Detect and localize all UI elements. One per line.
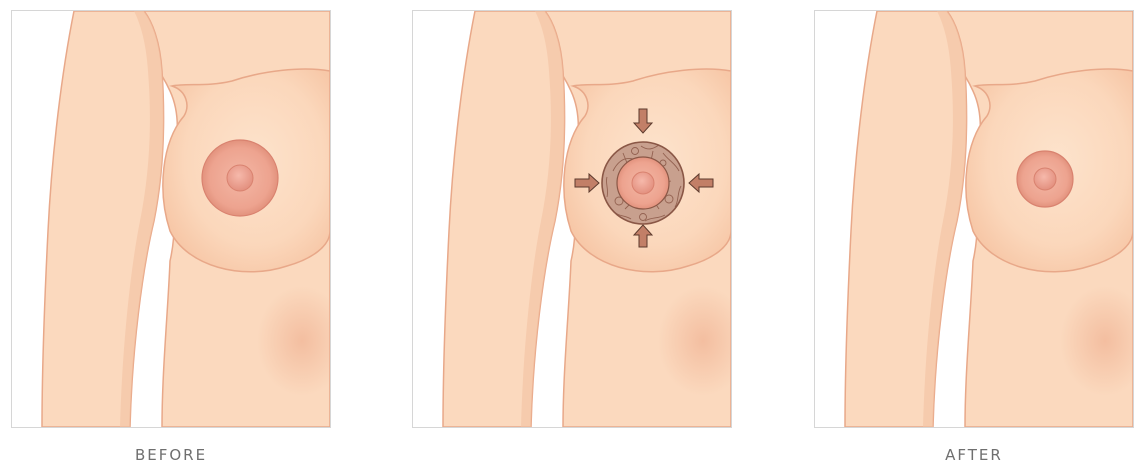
procedure-illustration	[413, 11, 731, 427]
procedure-panel	[412, 10, 732, 428]
after-panel	[814, 10, 1134, 428]
after-illustration	[815, 11, 1133, 427]
before-caption: BEFORE	[11, 446, 331, 464]
nipple	[1034, 168, 1056, 190]
before-illustration	[12, 11, 330, 427]
nipple	[632, 172, 654, 194]
after-caption: AFTER	[814, 446, 1134, 464]
nipple	[227, 165, 253, 191]
before-panel	[11, 10, 331, 428]
